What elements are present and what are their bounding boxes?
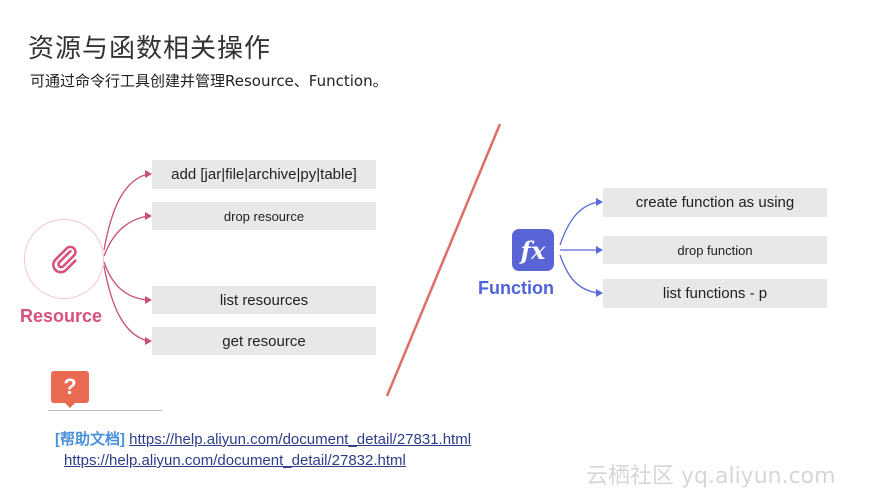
help-line-2: https://help.aliyun.com/document_detail/…	[64, 452, 406, 469]
help-badge-tail	[64, 402, 76, 408]
help-link-27831[interactable]: https://help.aliyun.com/document_detail/…	[129, 431, 472, 448]
function-command-list: list functions - p	[603, 279, 827, 308]
function-command-create: create function as using	[603, 188, 827, 217]
help-link-27832[interactable]: https://help.aliyun.com/document_detail/…	[64, 452, 406, 469]
help-question-icon: ?	[51, 371, 89, 403]
resource-command-list: list resources	[152, 286, 376, 314]
help-line-1: [帮助文档] https://help.aliyun.com/document_…	[55, 428, 471, 449]
resource-connector-2	[103, 215, 149, 257]
function-label: Function	[478, 278, 554, 298]
function-connector-1	[559, 201, 599, 246]
page-subtitle: 可通过命令行工具创建并管理Resource、Function。	[30, 72, 388, 90]
resource-connector-1	[103, 173, 149, 251]
resource-icon-circle	[24, 219, 104, 299]
diagonal-divider	[385, 123, 502, 397]
resource-command-add: add [jar|file|archive|py|table]	[152, 160, 376, 189]
function-command-drop: drop function	[603, 236, 827, 264]
function-connector-3	[559, 254, 599, 294]
resource-connector-3	[103, 261, 149, 301]
fx-icon: fx	[512, 229, 554, 271]
resource-label: Resource	[20, 306, 103, 326]
resource-connector-4	[103, 265, 149, 342]
help-divider	[48, 410, 162, 411]
resource-command-drop: drop resource	[152, 202, 376, 230]
paperclip-icon	[52, 245, 77, 274]
watermark: 云栖社区 yq.aliyun.com	[586, 464, 836, 489]
resource-command-get: get resource	[152, 327, 376, 355]
page-title: 资源与函数相关操作	[28, 34, 272, 64]
help-doc-tag: [帮助文档]	[55, 431, 125, 448]
